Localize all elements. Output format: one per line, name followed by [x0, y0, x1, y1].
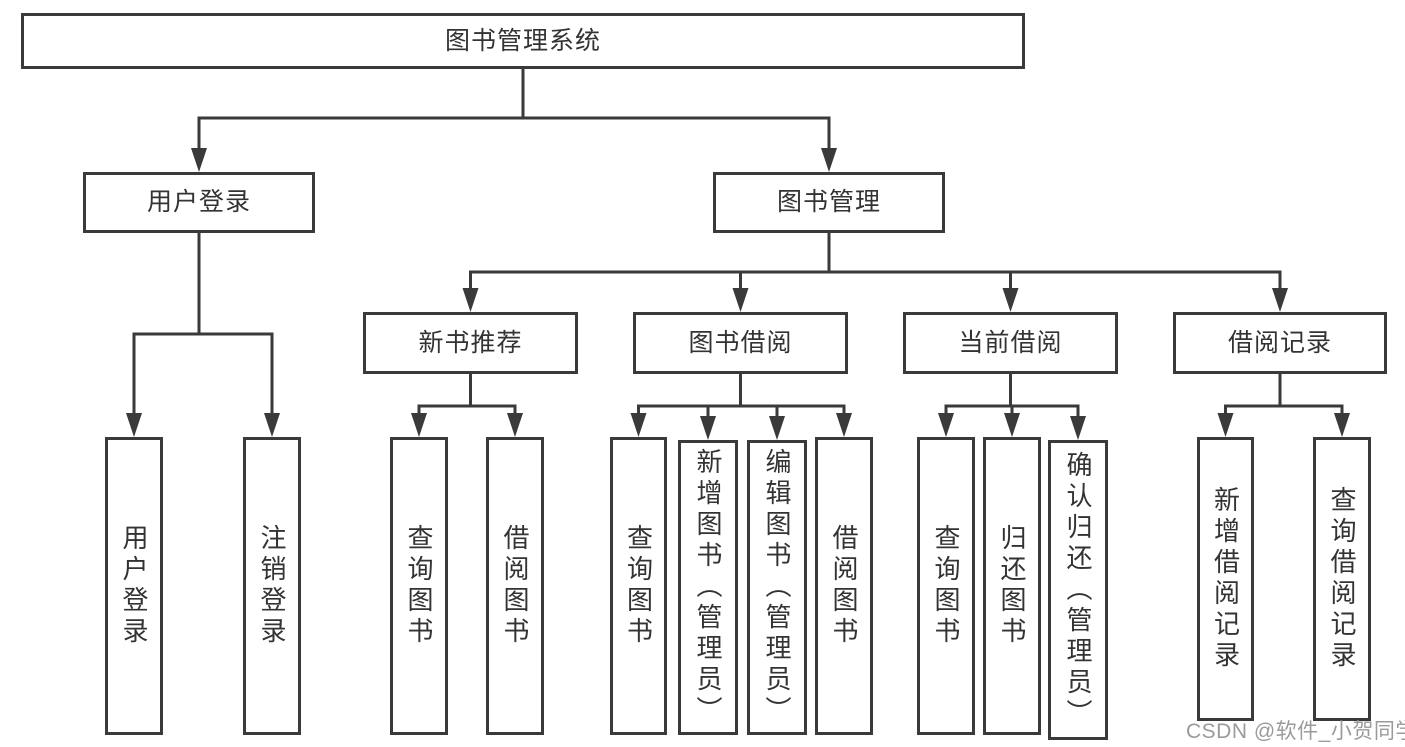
arrowhead-icon — [732, 288, 749, 312]
arrowhead-icon — [1004, 413, 1020, 437]
node-root: 图书管理系统 — [21, 13, 1025, 69]
arrowhead-icon — [1070, 416, 1086, 440]
arrowhead-icon — [1272, 288, 1288, 312]
node-leaf-add-borrow-record: 新增借阅记录 — [1197, 437, 1254, 721]
arrowhead-icon — [630, 413, 647, 437]
node-leaf-edit-books: 编辑图书（管理员） — [747, 440, 807, 735]
node-leaf-user-login: 用户登录 — [105, 437, 163, 735]
arrowhead-icon — [411, 413, 427, 437]
node-new-book-recommend: 新书推荐 — [363, 312, 578, 374]
node-book-management: 图书管理 — [713, 172, 945, 233]
node-leaf-logout: 注销登录 — [243, 437, 301, 735]
arrowhead-icon — [507, 413, 523, 437]
node-leaf-borrow-books-1: 借阅图书 — [486, 437, 544, 735]
node-book-borrowing: 图书借阅 — [633, 312, 848, 374]
node-user-login: 用户登录 — [83, 172, 315, 233]
arrowhead-icon — [821, 148, 837, 172]
watermark: CSDN @软件_小贺同学 — [1186, 720, 1405, 743]
node-borrowing-records: 借阅记录 — [1173, 312, 1387, 374]
node-leaf-query-borrow-record: 查询借阅记录 — [1313, 437, 1371, 721]
arrowhead-icon — [836, 413, 852, 437]
node-leaf-borrow-books-2: 借阅图书 — [815, 437, 873, 735]
node-leaf-query-books-2: 查询图书 — [610, 437, 667, 735]
arrowhead-icon — [1217, 413, 1234, 437]
node-leaf-query-books-3: 查询图书 — [917, 437, 975, 735]
arrowhead-icon — [191, 148, 207, 172]
arrowhead-icon — [938, 413, 954, 437]
arrowhead-icon — [264, 413, 280, 437]
arrowhead-icon — [769, 416, 785, 440]
node-leaf-return-books: 归还图书 — [983, 437, 1041, 735]
node-leaf-add-books: 新增图书（管理员） — [678, 440, 738, 735]
arrowhead-icon — [462, 288, 479, 312]
arrowhead-icon — [1002, 288, 1019, 312]
arrowhead-icon — [126, 413, 142, 437]
arrowhead-icon — [700, 416, 716, 440]
node-leaf-query-books-1: 查询图书 — [390, 437, 448, 735]
arrowhead-icon — [1334, 413, 1350, 437]
node-current-borrowing: 当前借阅 — [903, 312, 1118, 374]
node-leaf-confirm-return: 确认归还（管理员） — [1048, 440, 1108, 740]
